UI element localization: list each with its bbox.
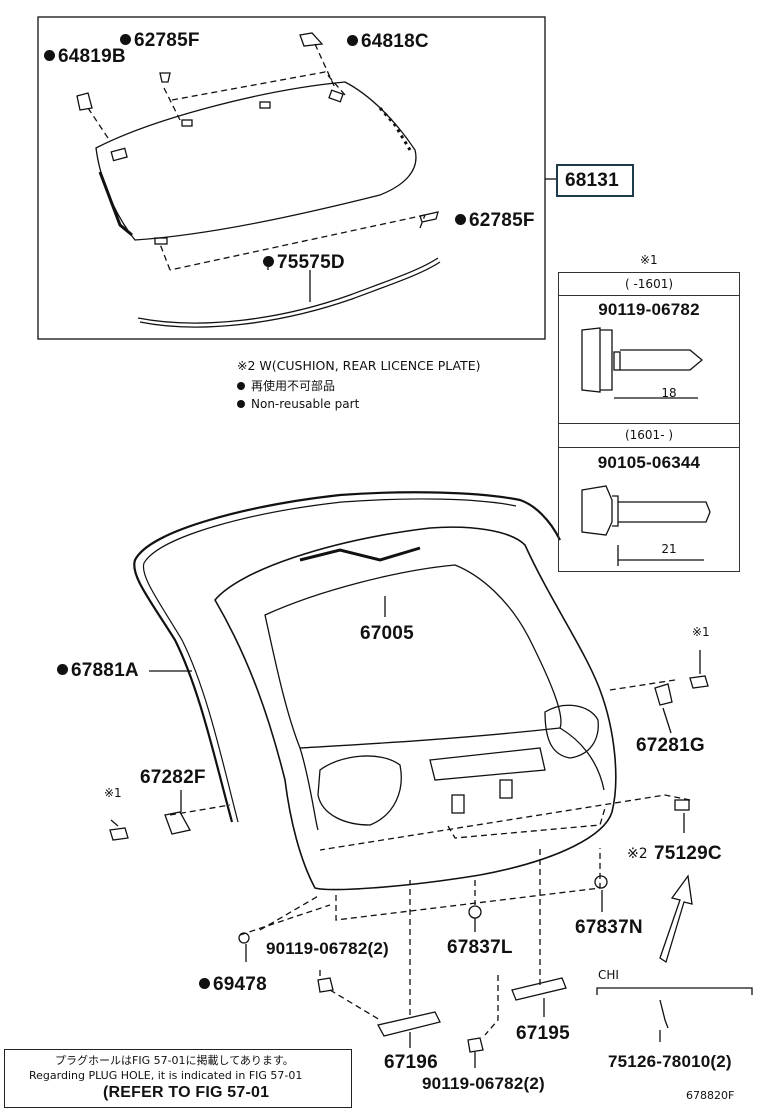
legend-note-x2: ※2 W(CUSHION, REAR LICENCE PLATE) [237,358,481,373]
legend-en: Non-reusable part [237,398,359,410]
nonreusable-dot-icon [347,35,358,46]
nonreusable-dot-icon [263,256,274,267]
back-door-panel [214,526,617,891]
mark-x1-right: ※1 [692,625,710,639]
callout-62785f-mid[interactable]: 62785F [455,211,535,230]
part-number: 62785F [469,210,535,231]
callout-67195[interactable]: 67195 [516,1023,570,1044]
direction-arrow [659,874,693,964]
nonreusable-dot-icon [455,214,466,225]
bolt-length-1: 18 [661,386,677,400]
bolt-range-1: ( -1601) [624,277,674,291]
part-number: 68131 [565,170,619,191]
part-number: 62785F [134,30,200,51]
callout-67837n[interactable]: 67837N [575,917,643,938]
legend-en-text: Non-reusable part [251,397,360,411]
callout-75129c[interactable]: 75129C [654,843,722,864]
bolt-range-2: (1601- ) [624,428,674,442]
callout-62785f-top[interactable]: 62785F [120,31,200,50]
nonreusable-dot-icon [237,400,245,408]
part-number: 75575D [277,252,345,273]
callout-64818c[interactable]: 64818C [347,32,429,51]
bolt-table-header: ※1 [640,253,658,267]
callout-67837l[interactable]: 67837L [447,937,513,958]
callout-90119-bottom[interactable]: 90119-06782(2) [422,1074,545,1093]
nonreusable-dot-icon [199,978,210,989]
back-glass-panel [95,81,417,241]
callout-75575d[interactable]: 75575D [263,253,345,272]
legend-jp: 再使用不可部品 [237,380,335,392]
part-number: 64818C [361,31,429,52]
callout-67281g[interactable]: 67281G [636,735,705,756]
mark-x2-75129c: ※2 [627,846,648,862]
legend-jp-text: 再使用不可部品 [251,379,336,393]
note-jp: プラグホールはFIG 57-01に掲載してあります。 [55,1054,294,1067]
bolt-drawing-1 [581,327,704,399]
nonreusable-dot-icon [237,382,245,390]
plug-hole-note: プラグホールはFIG 57-01に掲載してあります。 Regarding PLU… [4,1049,352,1108]
bolt-part-2[interactable]: 90105-06344 [597,453,701,472]
bolt-table: ( -1601) 90119-06782 18 (1601- ) 90105-0… [558,272,740,572]
part-number: 67881A [71,660,139,681]
nonreusable-dot-icon [120,34,131,45]
moulding-strip [137,257,439,324]
callout-67881a[interactable]: 67881A [57,661,139,680]
callout-69478[interactable]: 69478 [199,975,267,994]
callout-67196[interactable]: 67196 [384,1052,438,1073]
callout-90119-mid[interactable]: 90119-06782(2) [266,939,389,958]
part-number: 64819B [58,46,126,67]
nonreusable-dot-icon [44,50,55,61]
part-number: 69478 [213,974,267,995]
note-en: Regarding PLUG HOLE, it is indicated in … [29,1069,303,1082]
glass-assembly-frame [37,16,546,340]
chi-label: CHI [598,968,619,982]
callout-75126[interactable]: 75126-78010(2) [608,1052,732,1071]
mark-x1-left: ※1 [104,786,122,800]
bolt-part-1[interactable]: 90119-06782 [598,300,700,319]
bolt-length-2: 21 [661,542,677,556]
nonreusable-dot-icon [57,664,68,675]
bolt-drawing-2 [581,485,711,566]
note-ref[interactable]: (REFER TO FIG 57-01 [103,1084,270,1101]
callout-67005[interactable]: 67005 [360,623,414,644]
weatherstrip [133,491,561,823]
callout-67282f[interactable]: 67282F [140,767,206,788]
callout-64819b[interactable]: 64819B [44,47,126,66]
figure-code: 678820F [686,1089,735,1102]
callout-68131-box[interactable]: 68131 [556,164,634,197]
